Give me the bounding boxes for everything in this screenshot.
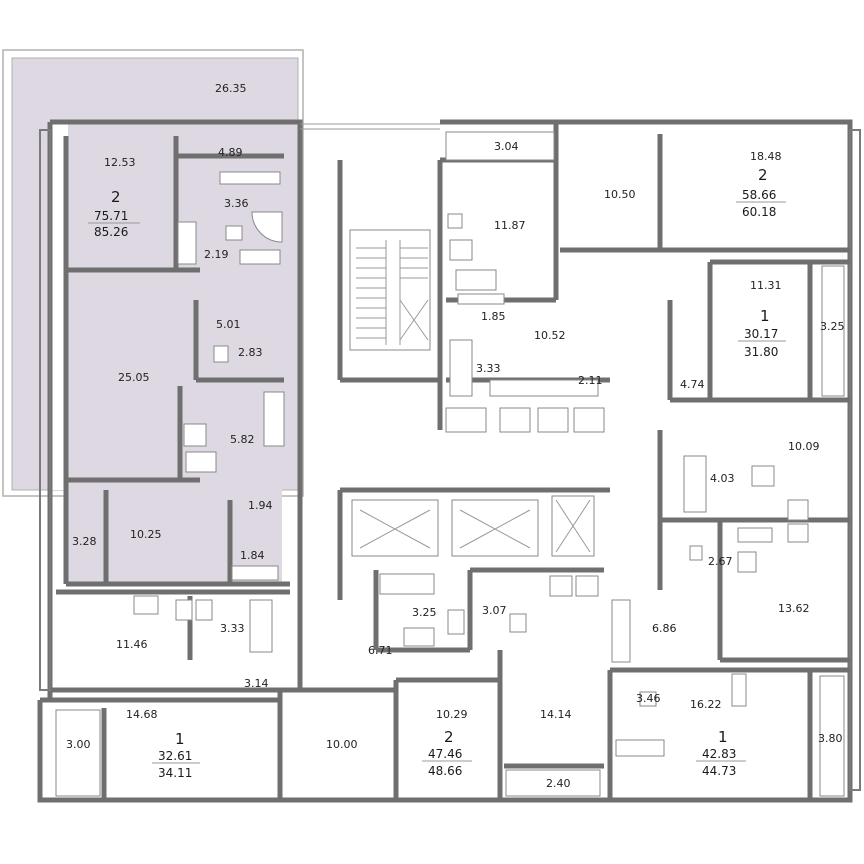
room-area-label: 25.05 [118,371,150,384]
room-area-label: 1.84 [240,549,265,562]
apartment-total-area: 31.80 [744,345,778,359]
room-area-label: 26.35 [215,82,247,95]
room-area-label: 2.67 [708,555,733,568]
room-area-label: 3.46 [636,692,661,705]
room-area-label: 11.87 [494,219,526,232]
room-area-label: 10.52 [534,329,566,342]
fixtures [55,131,845,797]
room-area-label: 6.71 [368,644,393,657]
apartment-total-area: 48.66 [428,764,462,778]
apartment-total-area: 60.18 [742,205,776,219]
elevators [351,495,595,557]
room-area-label: 3.00 [66,738,91,751]
room-area-label: 3.28 [72,535,97,548]
room-area-label: 4.89 [218,146,243,159]
apartment-room-count: 2 [758,166,768,184]
room-area-label: 3.04 [494,140,519,153]
room-area-label: 14.14 [540,708,572,721]
room-area-label: 2.40 [546,777,571,790]
room-area-label: 3.07 [482,604,507,617]
facade-strip [48,124,68,490]
room-area-label: 2.83 [238,346,263,359]
apartment-room-count: 1 [175,730,185,748]
apartment-room-count: 2 [111,188,121,206]
room-area-label: 10.29 [436,708,468,721]
apartment-living-area: 30.17 [744,327,778,341]
apartment-total-area: 85.26 [94,225,128,239]
room-area-label: 4.03 [710,472,735,485]
apartment-summary[interactable]: 2 75.71 85.26 [88,188,140,239]
apartment-summary[interactable]: 1 42.83 44.73 [696,728,746,778]
apartment-total-area: 44.73 [702,764,736,778]
room-area-label: 3.80 [818,732,843,745]
room-area-label: 18.48 [750,150,782,163]
room-area-label: 1.85 [481,310,506,323]
room-area-label: 2.11 [578,374,603,387]
room-area-label: 5.82 [230,433,255,446]
staircase [349,229,431,351]
room-area-label: 16.22 [690,698,722,711]
room-area-label: 10.50 [604,188,636,201]
apartment-living-area: 75.71 [94,209,128,223]
apartment-total-area: 34.11 [158,766,192,780]
room-area-label: 3.33 [220,622,245,635]
room-area-label: 3.14 [244,677,269,690]
room-area-label: 11.31 [750,279,782,292]
room-area-label: 13.62 [778,602,810,615]
room-area-label: 3.25 [412,606,437,619]
interior-walls [56,122,850,800]
room-area-label: 6.86 [652,622,677,635]
apartment-room-count: 2 [444,728,454,746]
room-area-label: 4.74 [680,378,705,391]
apartment-summary[interactable]: 1 30.17 31.80 [738,307,786,359]
room-area-label: 14.68 [126,708,158,721]
room-area-label: 10.09 [788,440,820,453]
apartment-room-count: 1 [718,728,728,746]
room-area-label: 3.33 [476,362,501,375]
apartment-room-count: 1 [760,307,770,325]
apartment-summary[interactable]: 2 47.46 48.66 [422,728,472,778]
room-area-label: 10.25 [130,528,162,541]
room-area-label: 5.01 [216,318,241,331]
apartment-summaries: 2 75.71 85.26 1 32.61 34.11 2 47.46 48.6… [88,166,786,780]
apartment-living-area: 47.46 [428,747,462,761]
room-area-label: 1.94 [248,499,273,512]
room-labels: 26.35 12.53 4.89 3.36 2.19 5.01 2.83 25.… [66,82,845,790]
room-area-label: 10.00 [326,738,358,751]
room-area-label: 3.36 [224,197,249,210]
room-area-label: 12.53 [104,156,136,169]
room-area-label: 2.19 [204,248,229,261]
apartment-living-area: 32.61 [158,749,192,763]
apartment-summary[interactable]: 1 32.61 34.11 [152,730,200,780]
apartment-summary[interactable]: 2 58.66 60.18 [736,166,786,219]
room-area-label: 11.46 [116,638,148,651]
highlighted-apartment[interactable] [2,49,304,584]
apartment-living-area: 58.66 [742,188,776,202]
apartment-living-area: 42.83 [702,747,736,761]
room-area-label: 3.25 [820,320,845,333]
